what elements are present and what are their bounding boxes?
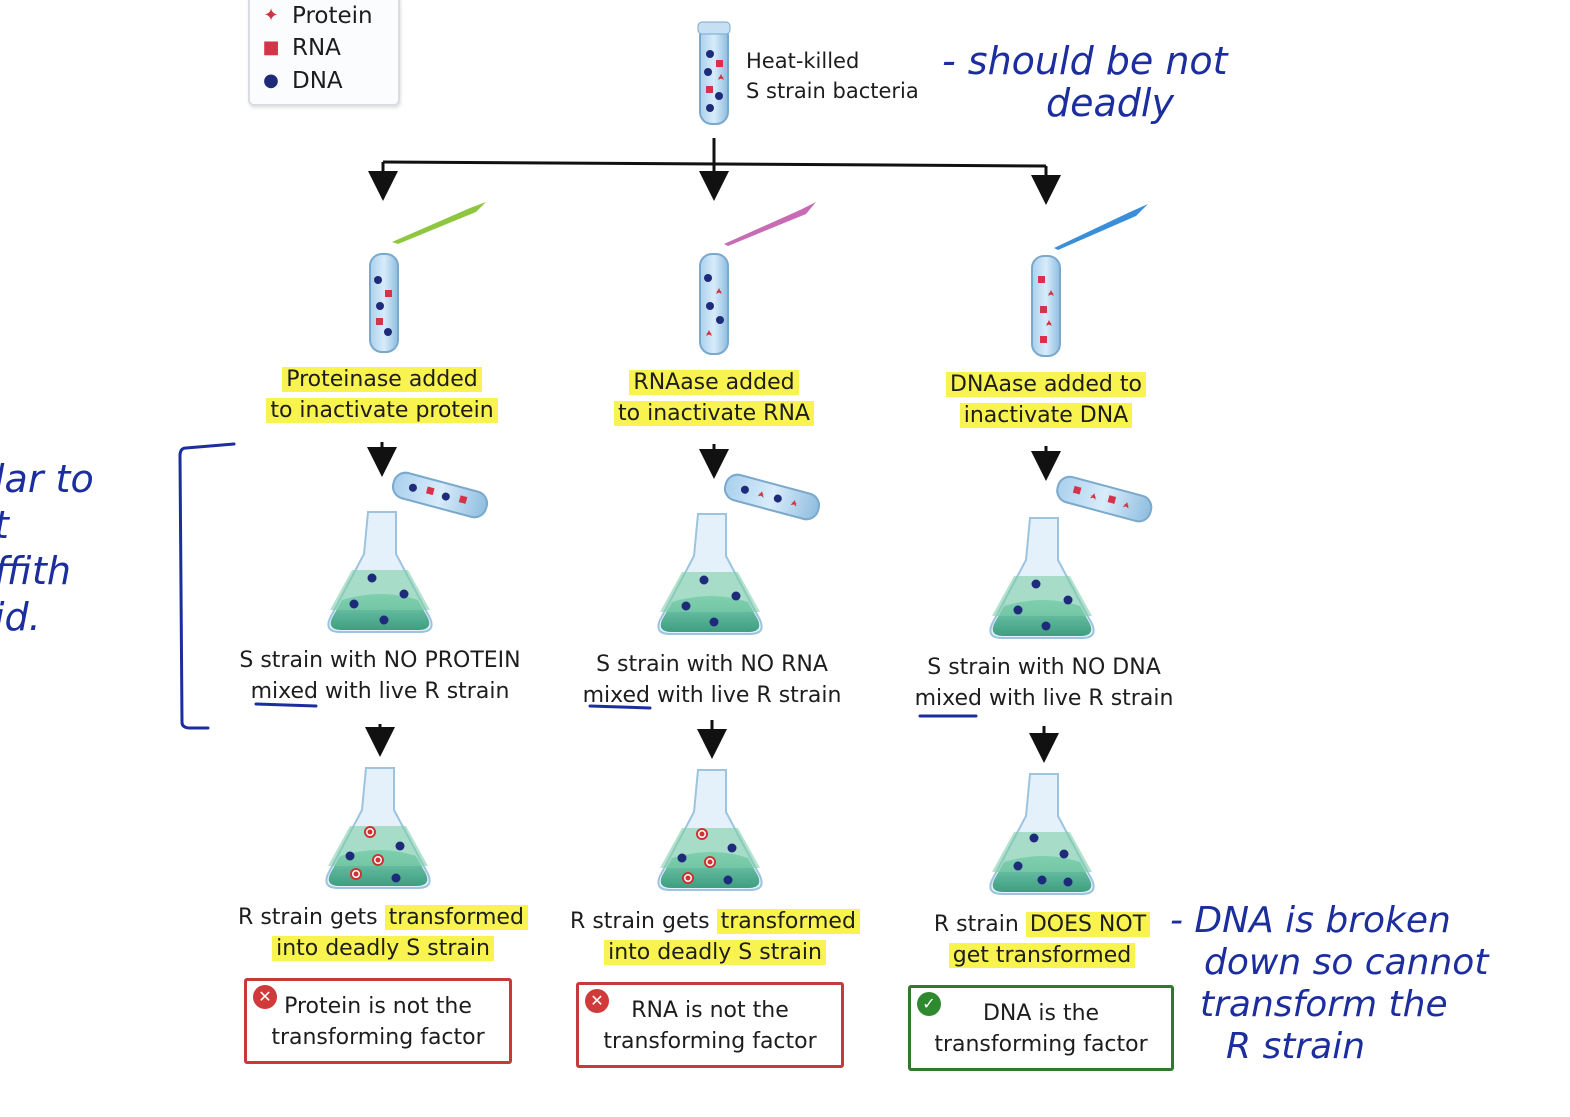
branch-arrows	[365, 138, 1061, 763]
result-caption-3: R strain DOES NOT get transformed	[884, 909, 1200, 971]
result-caption-2: R strain gets transformed into deadly S …	[548, 906, 882, 968]
handwritten-note-left: lar to t ffith id.	[0, 456, 94, 640]
result-flask-3-icon	[989, 773, 1095, 895]
treated-tube-protein-icon	[369, 253, 399, 353]
note-line: - DNA is broken	[1170, 900, 1451, 941]
note-line: R strain	[1226, 1026, 1366, 1067]
caption-line: R strain	[933, 912, 1026, 937]
caption-line: S strain with NO DNA	[927, 655, 1161, 680]
verdict-line: transforming factor	[603, 1029, 817, 1054]
handwritten-note-top: - should be not deadly	[942, 40, 1228, 124]
legend-label: Protein	[292, 3, 373, 29]
treated-tube-rna-icon	[699, 253, 729, 355]
legend-item-rna: ■ RNA	[262, 34, 341, 62]
verdict-line: RNA is not the	[631, 998, 789, 1023]
caption-highlight: transformed	[384, 905, 528, 930]
verdict-line: transforming factor	[271, 1025, 485, 1050]
note-line: down so cannot	[1204, 942, 1489, 983]
verdict-box-1: ✕ Protein is not the transforming factor	[244, 978, 512, 1064]
caption-highlight: DOES NOT	[1025, 912, 1151, 937]
note-line: ffith	[0, 549, 71, 593]
caption-line: with live R strain	[650, 683, 842, 708]
result-caption-1: R strain gets transformed into deadly S …	[218, 902, 548, 964]
top-label-line1: Heat-killed	[746, 49, 860, 73]
caption-line: Proteinase added	[282, 367, 482, 392]
note-line: deadly	[1046, 81, 1174, 125]
caption-line: to inactivate protein	[266, 398, 498, 423]
enzyme-caption-1: Proteinase added to inactivate protein	[232, 364, 532, 426]
legend-label: DNA	[292, 68, 343, 94]
caption-line: RNAase added	[629, 370, 799, 395]
caption-line: R strain gets	[238, 905, 385, 930]
mix-caption-2: S strain with NO RNA mixed with live R s…	[552, 649, 872, 711]
rnaase-pipette-icon	[724, 202, 816, 246]
caption-line: inactivate DNA	[959, 403, 1133, 428]
mixing-flask-1-icon	[327, 471, 489, 633]
caption-line: with live R strain	[982, 686, 1174, 711]
red-square-icon: ■	[262, 37, 280, 58]
heat-killed-tube-icon	[697, 21, 731, 125]
note-line: lar to	[0, 457, 94, 501]
caption-line: DNAase added to	[946, 372, 1146, 397]
enzyme-caption-3: DNAase added to inactivate DNA	[896, 369, 1196, 431]
dnaase-pipette-icon	[1054, 204, 1148, 250]
note-line: t	[0, 502, 94, 548]
x-circle-icon: ✕	[253, 985, 277, 1009]
top-label: Heat-killed S strain bacteria	[746, 46, 919, 106]
note-line: - should be not	[942, 39, 1228, 83]
check-circle-icon: ✓	[917, 992, 941, 1016]
enzyme-caption-2: RNAase added to inactivate RNA	[564, 367, 864, 429]
verdict-box-2: ✕ RNA is not the transforming factor	[576, 982, 844, 1068]
proteinase-pipette-icon	[392, 202, 486, 244]
caption-line: get transformed	[948, 943, 1136, 968]
caption-line: S strain with NO PROTEIN	[239, 648, 521, 673]
caption-highlight: transformed	[716, 909, 860, 934]
blue-dot-icon: ●	[263, 70, 279, 91]
verdict-line: Protein is not the	[284, 994, 472, 1019]
x-circle-icon: ✕	[585, 989, 609, 1013]
top-label-line2: S strain bacteria	[746, 79, 919, 103]
caption-word: mixed	[250, 679, 318, 704]
result-flask-2-icon	[657, 769, 763, 891]
caption-line: into deadly S strain	[272, 936, 494, 961]
caption-line: to inactivate RNA	[614, 401, 814, 426]
mixing-flask-2-icon	[657, 473, 821, 635]
caption-line: with live R strain	[318, 679, 510, 704]
caption-line: R strain gets	[570, 909, 717, 934]
handwritten-note-right: - DNA is broken down so cannot transform…	[1170, 900, 1488, 1068]
legend: ✦ Protein ■ RNA ● DNA	[248, 0, 400, 106]
caption-word: mixed	[582, 683, 650, 708]
mix-caption-3: S strain with NO DNA mixed with live R s…	[884, 652, 1204, 714]
caption-line: into deadly S strain	[604, 940, 826, 965]
note-line: id.	[0, 595, 41, 639]
verdict-line: transforming factor	[934, 1032, 1148, 1057]
legend-item-protein: ✦ Protein	[262, 2, 373, 30]
verdict-line: DNA is the	[982, 1001, 1100, 1026]
verdict-box-3: ✓ DNA is the transforming factor	[908, 985, 1174, 1071]
legend-label: RNA	[292, 35, 341, 61]
treated-tube-dna-icon	[1031, 255, 1061, 357]
caption-line: S strain with NO RNA	[596, 652, 828, 677]
mix-caption-1: S strain with NO PROTEIN mixed with live…	[220, 645, 540, 707]
legend-item-dna: ● DNA	[262, 67, 343, 95]
caption-word: mixed	[914, 686, 982, 711]
mixing-flask-3-icon	[989, 475, 1153, 639]
note-line: transform the	[1200, 984, 1448, 1025]
red-star-icon: ✦	[263, 5, 279, 26]
result-flask-1-icon	[325, 767, 431, 889]
